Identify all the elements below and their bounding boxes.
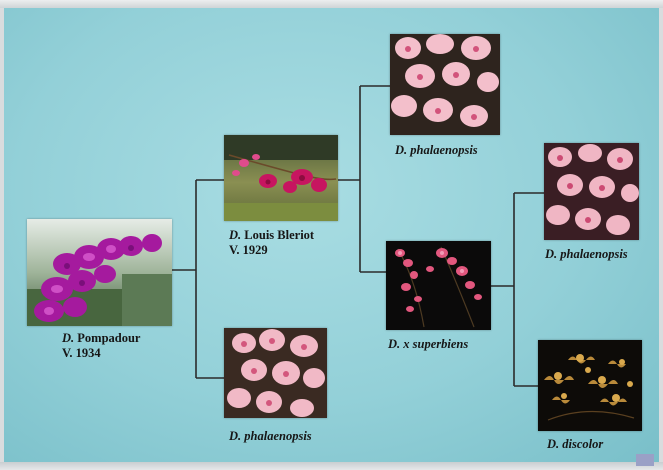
parent2-phalaenopsis-photo (224, 328, 327, 418)
discolor-photo (538, 340, 642, 431)
louis-bleriot-year: V. 1929 (229, 243, 314, 258)
gp2-species: x superbiens (403, 337, 468, 351)
connector-root-parents (172, 180, 224, 378)
superbiens-label: D. x superbiens (388, 337, 468, 352)
louis-bleriot-genus: D. (229, 228, 241, 242)
superbiens-photo (386, 241, 491, 330)
gp1-phalaenopsis-photo (390, 34, 500, 135)
ggp1-phalaenopsis-photo (544, 143, 639, 240)
discolor-label: D. discolor (547, 437, 603, 452)
pompadour-label: D. Pompadour V. 1934 (62, 331, 140, 361)
louis-bleriot-label: D. Louis Bleriot V. 1929 (229, 228, 314, 258)
pompadour-year: V. 1934 (62, 346, 140, 361)
louis-bleriot-photo (224, 135, 338, 221)
pompadour-genus: D. (62, 331, 74, 345)
gp2-genus: D. (388, 337, 400, 351)
ggp2-genus: D. (547, 437, 559, 451)
ggp1-phalaenopsis-label: D. phalaenopsis (545, 247, 628, 262)
parent2-genus: D. (229, 429, 241, 443)
gp1-species: phalaenopsis (410, 143, 477, 157)
connector-parent1-grandparents (338, 86, 390, 272)
pompadour-photo (27, 219, 172, 326)
pompadour-species: Pompadour (77, 331, 140, 345)
ggp1-species: phalaenopsis (560, 247, 627, 261)
ggp2-species: discolor (562, 437, 603, 451)
parent2-phalaenopsis-label: D. phalaenopsis (229, 429, 312, 444)
louis-bleriot-species: Louis Bleriot (244, 228, 314, 242)
connector-gp2-greatgrandparents (491, 193, 544, 386)
gp1-phalaenopsis-label: D. phalaenopsis (395, 143, 478, 158)
parent2-species: phalaenopsis (244, 429, 311, 443)
ggp1-genus: D. (545, 247, 557, 261)
gp1-genus: D. (395, 143, 407, 157)
